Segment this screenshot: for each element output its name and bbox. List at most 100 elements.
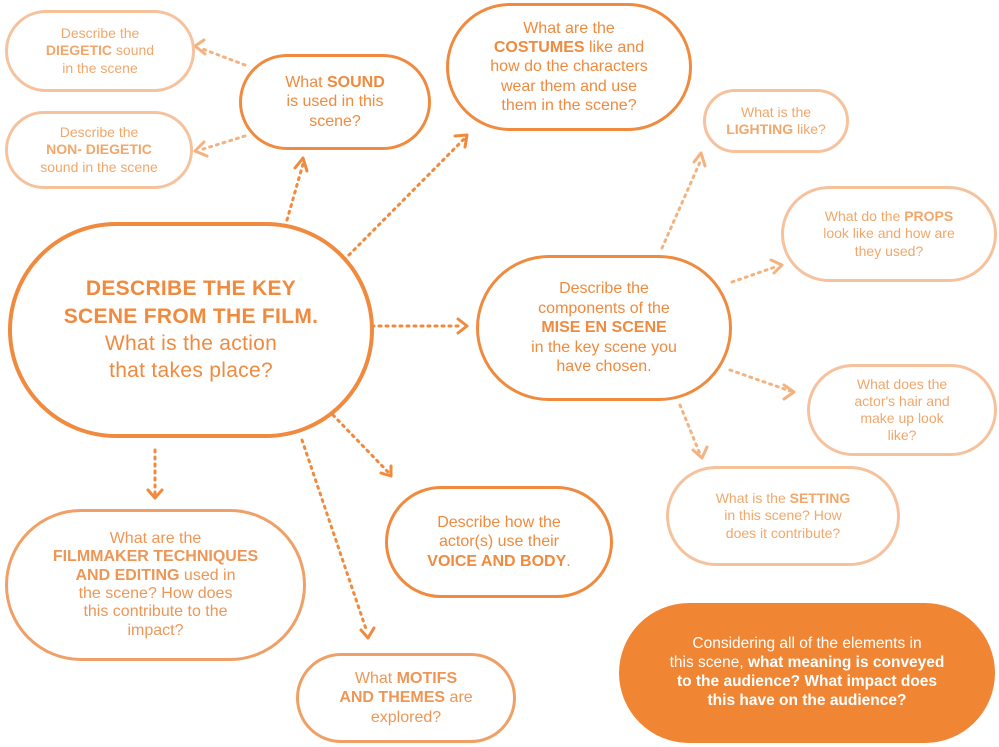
node-text: What are the xyxy=(109,529,202,547)
arrowhead-diegetic xyxy=(193,38,207,56)
node-text-line: scene? xyxy=(309,112,361,132)
node-text: they used? xyxy=(854,242,924,259)
node-text-line: in the key scene you xyxy=(531,338,677,358)
node-text: impact? xyxy=(127,621,184,639)
node-text: Describe the xyxy=(59,124,139,141)
arrowhead-voice-body xyxy=(379,464,393,478)
node-text-line: What SOUND xyxy=(285,73,385,93)
node-text-emphasis: what meaning is conveyed xyxy=(748,654,945,672)
node-text-emphasis: FILMMAKER TECHNIQUES xyxy=(52,548,259,566)
node-text: components of the xyxy=(538,299,670,317)
node-text-line: sound in the scene xyxy=(40,159,158,176)
node-text: sound xyxy=(112,42,155,59)
node-text-emphasis: SCENE FROM THE FILM. xyxy=(63,304,319,328)
arrow-mise-to-hair-makeup xyxy=(728,368,792,393)
node-text: like? xyxy=(793,121,826,137)
node-text-emphasis: MOTIFS xyxy=(396,669,458,687)
node-text-emphasis: VOICE AND BODY xyxy=(427,552,567,570)
node-text: that takes place? xyxy=(109,359,273,383)
node-text-emphasis: SETTING xyxy=(789,490,851,507)
arrow-central-to-motifs xyxy=(300,438,369,634)
node-text-line: this scene, what meaning is conveyed xyxy=(670,654,945,673)
node-text: Describe the xyxy=(60,25,140,42)
arrowhead-hair-makeup xyxy=(782,383,796,401)
node-text: in the key scene you xyxy=(531,338,677,356)
node-text-line: actor's hair and xyxy=(854,393,949,410)
node-text: What does the xyxy=(856,375,948,392)
node-text-emphasis: this have on the audience? xyxy=(707,691,907,709)
node-text-emphasis: DESCRIBE THE KEY xyxy=(85,277,297,301)
node-text-line: actor(s) use their xyxy=(439,532,559,552)
arrowhead-sound xyxy=(293,156,309,173)
arrow-mise-to-setting xyxy=(678,403,702,456)
node-text: What xyxy=(285,73,327,91)
node-text-line: What is the xyxy=(741,104,811,121)
node-text: is used in this xyxy=(286,93,384,111)
node-text: What is the action xyxy=(104,332,278,355)
node-text: What xyxy=(354,669,397,687)
node-text-emphasis: NON- DIEGETIC xyxy=(46,141,152,158)
node-text-line: SCENE FROM THE FILM. xyxy=(64,303,319,330)
node-text: in the scene xyxy=(62,59,138,76)
node-text: Considering all of the elements in xyxy=(692,635,922,653)
node-text-line: DESCRIBE THE KEY xyxy=(86,275,296,302)
node-text-line: What MOTIFS xyxy=(355,669,457,689)
node-text-line: Describe the xyxy=(61,25,140,42)
node-text-line: this have on the audience? xyxy=(708,692,907,711)
node-text: What are the xyxy=(523,20,615,38)
node-text-line: they used? xyxy=(855,243,924,260)
node-text-line: What is the SETTING xyxy=(716,490,851,507)
node-text-emphasis: DIEGETIC xyxy=(45,42,113,59)
node-text-emphasis: to the audience? What impact does xyxy=(676,673,938,690)
node-text: Describe how the xyxy=(437,513,561,531)
arrowhead-non-diegetic xyxy=(193,140,209,158)
arrow-central-to-sound xyxy=(285,162,305,222)
node-text-emphasis: AND THEMES xyxy=(339,689,446,707)
node-text-line: What are the xyxy=(523,19,615,38)
node-text: make up look xyxy=(860,410,944,426)
node-text: look like and how are xyxy=(823,225,955,242)
node-text: does it contribute? xyxy=(725,524,841,541)
node-text-line: this contribute to the xyxy=(83,603,227,621)
arrow-sound-to-diegetic xyxy=(198,46,247,67)
node-text-line: explored? xyxy=(371,708,441,728)
node-text-line: in the scene xyxy=(62,60,138,77)
node-text-line: have chosen. xyxy=(556,357,651,377)
node-text: actor's hair and xyxy=(854,392,950,409)
node-text-line: AND THEMES are xyxy=(339,688,472,708)
node-text: sound in the scene xyxy=(40,158,158,175)
arrowhead-motifs xyxy=(359,626,376,640)
arrowhead-mise-en-scene xyxy=(456,317,469,335)
node-text-emphasis: AND EDITING xyxy=(75,566,180,584)
node-text-line: Considering all of the elements in xyxy=(692,635,921,654)
node-text-line: What is the action xyxy=(105,330,277,357)
node-text: this scene, xyxy=(669,654,748,672)
node-text-line: that takes place? xyxy=(109,357,273,384)
node-text-emphasis: MISE EN SCENE xyxy=(541,319,667,337)
node-text: explored? xyxy=(370,708,442,726)
node-text: this contribute to the xyxy=(83,603,228,621)
node-text: scene? xyxy=(309,112,361,130)
node-text-line: VOICE AND BODY. xyxy=(427,552,570,572)
node-text: used in xyxy=(179,566,236,584)
arrowhead-lighting xyxy=(692,151,707,168)
arrowhead-costumes xyxy=(453,133,469,149)
node-text-line: COSTUMES like and xyxy=(494,38,644,57)
node-text: . xyxy=(566,552,571,570)
node-text-line: to the audience? What impact does xyxy=(677,673,937,692)
node-text-line: What are the xyxy=(110,530,202,548)
node-text-line: What do the PROPS xyxy=(825,208,953,225)
arrowhead-filmmaker xyxy=(146,488,164,500)
arrow-central-to-costumes xyxy=(342,137,466,262)
node-text-line: components of the xyxy=(538,299,670,319)
node-text: What do the xyxy=(824,208,905,225)
arrowhead-props xyxy=(769,258,784,275)
node-text-emphasis: SOUND xyxy=(327,73,385,91)
node-text: like? xyxy=(887,427,917,444)
